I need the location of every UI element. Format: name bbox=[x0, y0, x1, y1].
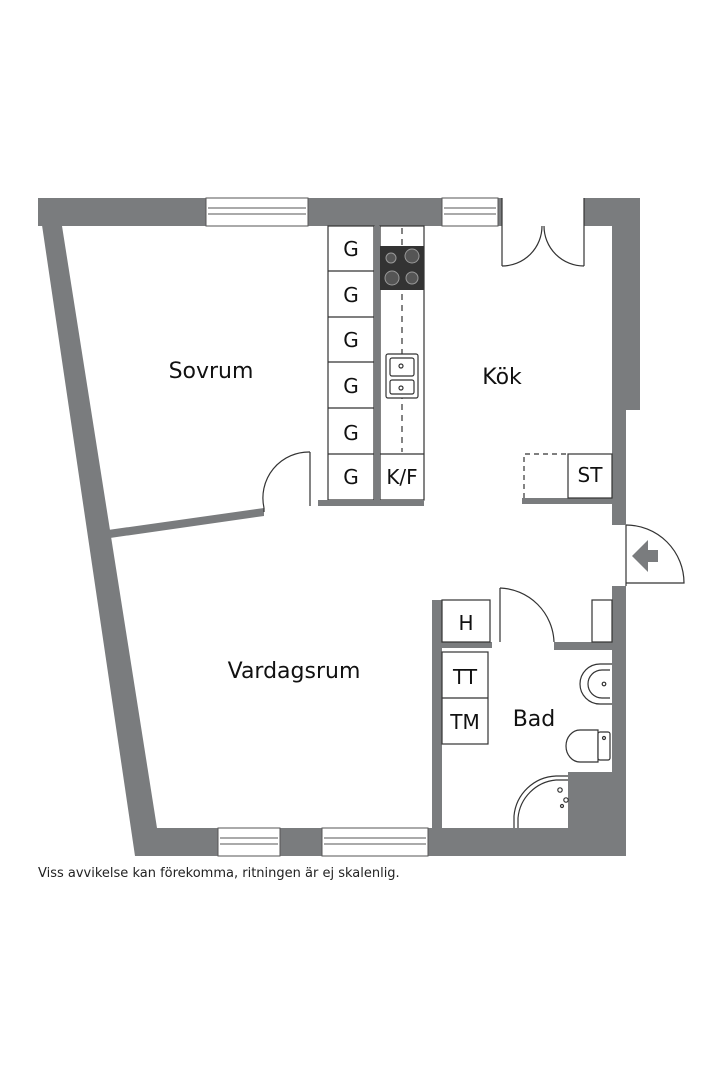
wardrobe-label: G bbox=[343, 283, 359, 307]
bedroom-door bbox=[262, 451, 311, 512]
room-label-living-room: Vardagsrum bbox=[228, 659, 361, 684]
fridge-freezer-label: K/F bbox=[386, 465, 417, 489]
wardrobe-label: G bbox=[343, 237, 359, 261]
wardrobe-label: G bbox=[343, 374, 359, 398]
washing-machine-label: TM bbox=[449, 710, 479, 734]
wall-interior-bedroom bbox=[108, 508, 264, 538]
stove-icon bbox=[380, 246, 424, 290]
toilet-icon bbox=[565, 729, 611, 763]
hallway-closet-label: H bbox=[458, 611, 473, 635]
bathroom-door bbox=[499, 587, 555, 643]
wall-right-upper bbox=[612, 198, 640, 525]
disclaimer-text: Viss avvikelse kan förekomma, ritningen … bbox=[38, 866, 400, 881]
bathroom-walls bbox=[432, 600, 614, 856]
shower-icon bbox=[513, 775, 569, 828]
laundry-stack bbox=[441, 651, 489, 745]
entrance-arrow-icon bbox=[632, 540, 658, 572]
entrance-closet bbox=[591, 599, 613, 643]
wardrobe-label: G bbox=[343, 421, 359, 445]
dryer-label: TT bbox=[452, 665, 478, 689]
wall-kitchen-bottom-left bbox=[318, 500, 424, 506]
sink-icon bbox=[385, 353, 419, 399]
wall-left bbox=[38, 198, 157, 856]
hallway-closet bbox=[441, 599, 491, 643]
storage-cabinet bbox=[523, 453, 613, 499]
wardrobe-column bbox=[327, 225, 375, 501]
entrance-door bbox=[612, 524, 685, 586]
room-label-bedroom: Sovrum bbox=[169, 359, 254, 384]
gray-divider-wardrobe bbox=[374, 226, 380, 500]
wardrobe-label: G bbox=[343, 328, 359, 352]
window-bedroom bbox=[205, 197, 309, 227]
wall-kitchen-bottom-right bbox=[522, 498, 612, 504]
window-kitchen bbox=[441, 197, 499, 227]
room-label-kitchen: Kök bbox=[482, 365, 522, 390]
wardrobe-label: G bbox=[343, 465, 359, 489]
window-living-right bbox=[321, 827, 429, 857]
washbasin-icon bbox=[579, 663, 612, 705]
wall-bath-corner bbox=[568, 772, 626, 856]
windows bbox=[205, 197, 499, 857]
room-label-bathroom: Bad bbox=[513, 707, 556, 732]
balcony-door bbox=[501, 198, 585, 267]
window-living-left bbox=[217, 827, 281, 857]
storage-label: ST bbox=[578, 463, 604, 487]
